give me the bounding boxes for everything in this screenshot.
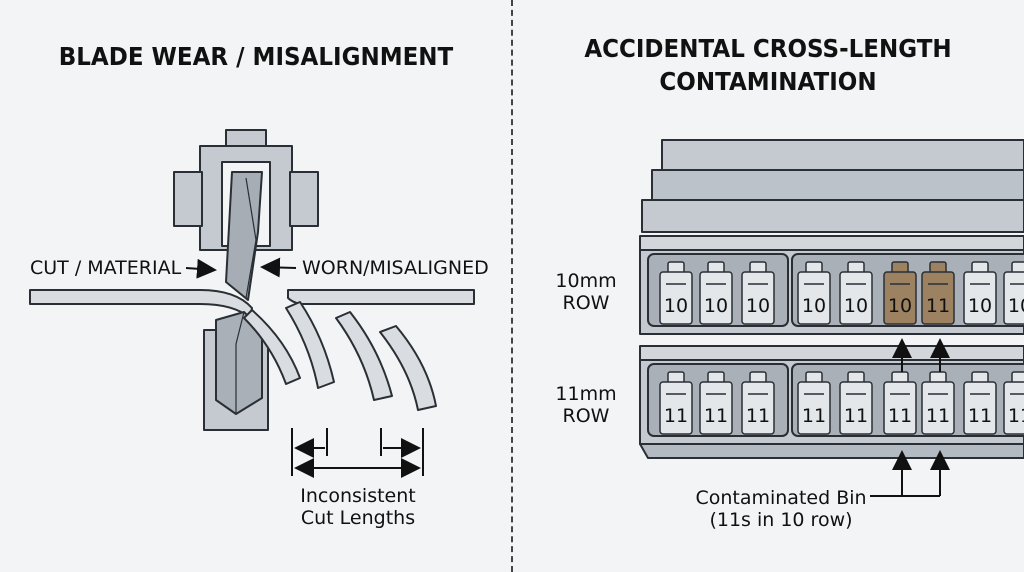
row10-bin: 10 [797,261,831,325]
worn-blade [225,171,263,301]
cut-fragment [379,325,437,411]
row10-bin-label: 10 [888,295,912,317]
rack-top-tier2 [651,169,1024,201]
cut-fragment [285,301,335,389]
row10-bin-label: 10 [802,295,826,317]
row11-bin-label: 11 [888,405,912,427]
row11-label: 11mm ROW [548,383,624,427]
row11-bin-label: 11 [844,405,868,427]
row11-label-line1: 11mm [555,383,617,405]
row11-bin-label: 11 [802,405,826,427]
row10-bin-label: 10 [746,295,770,317]
row11-bin-label: 11 [704,405,728,427]
row10-bin: 10 [1003,261,1024,325]
row10-bin-label: 10 [844,295,868,317]
material-strip-right [287,289,475,305]
holder-left-ear [173,171,203,227]
row11-bin: 11 [1003,371,1024,435]
holder-right-ear [289,171,319,227]
cut-fragment [335,311,393,401]
row11-bin: 11 [963,371,997,435]
row11-bin-label: 11 [664,405,688,427]
right-panel-title: ACCIDENTAL CROSS-LENGTH CONTAMINATION [532,32,1003,98]
row10-label-line1: 10mm [555,270,617,292]
row11-bin: 11 [921,371,955,435]
rack-top-tier3 [641,199,1024,233]
row10-bin: 10 [963,261,997,325]
row10-bins: 10 10 10 10 10 10 11 10 10 [659,261,1024,325]
row11-bin-label: 11 [968,405,992,427]
row11-bin: 11 [699,371,733,435]
caption-line1: Inconsistent [300,485,416,507]
row10-bin: 11 [921,261,955,325]
right-title-line1: ACCIDENTAL CROSS-LENGTH [584,34,952,63]
row10-label: 10mm ROW [548,270,624,314]
row10-bin: 10 [741,261,775,325]
caption-line2: Cut Lengths [300,507,416,529]
contaminated-caption-line2: (11s in 10 row) [709,509,853,531]
row11-bin-label: 11 [926,405,950,427]
panel-divider [511,0,513,572]
cut-fragment [243,309,301,385]
row11-bin-label: 11 [1008,405,1024,427]
left-panel-title: BLADE WEAR / MISALIGNMENT [58,42,454,71]
row11-bin: 11 [741,371,775,435]
row11-bin: 11 [883,371,917,435]
row11-bin: 11 [659,371,693,435]
row11-label-line2: ROW [562,405,610,427]
row10-bin-label: 10 [968,295,992,317]
blade-diagram [29,129,475,478]
row11-bin: 11 [797,371,831,435]
arrow-worn-blade [260,257,297,278]
row10-bin: 10 [659,261,693,325]
caption-contaminated-bin: Contaminated Bin (11s in 10 row) [676,487,886,531]
row10-label-line2: ROW [562,292,610,314]
label-worn-misaligned: WORN/MISALIGNED [302,257,489,279]
row10-bin-label: 10 [1008,295,1024,317]
contaminated-caption-line1: Contaminated Bin [695,487,867,509]
right-title-line2: CONTAMINATION [659,67,877,96]
arrow-cut-material [185,258,217,279]
row10-bin-label: 10 [664,295,688,317]
label-cut-material: CUT / MATERIAL [30,257,182,279]
row11-bin: 11 [839,371,873,435]
row10-bin-label: 10 [704,295,728,317]
row10-bin: 10 [699,261,733,325]
row10-bin-label: 11 [926,295,950,317]
row11-bin-label: 11 [746,405,770,427]
row10-bin: 10 [883,261,917,325]
blade-edge [245,177,257,299]
row10-bin: 10 [839,261,873,325]
caption-inconsistent-cut-lengths: Inconsistent Cut Lengths [268,485,448,529]
rack-top-tier1 [661,139,1024,171]
row11-bins: 11 11 11 11 11 11 11 11 11 [659,371,1024,435]
